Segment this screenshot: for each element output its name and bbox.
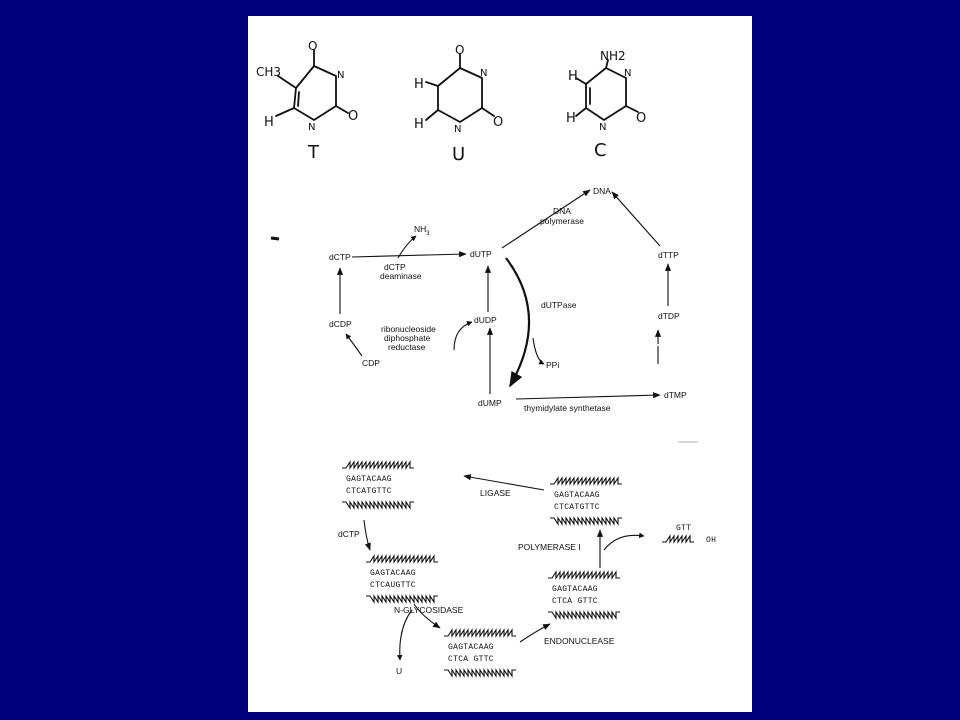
- node-cdp: CDP: [362, 358, 380, 368]
- thymine-structure: O O CH3 H N N T: [256, 39, 358, 163]
- arrow-rnr-dudp: [453, 320, 473, 351]
- dna-box-2-top: GAGTACAAG: [370, 569, 416, 578]
- step-polymerase-i: POLYMERASE I: [518, 542, 581, 552]
- node-dcdp: dCDP: [329, 319, 352, 329]
- arrow-dctp-dutp: [351, 251, 467, 258]
- dna-repair-cycle: GAGTACAAG CTCATGTTC GAGTACAAG CTCAUGTTC …: [338, 460, 716, 678]
- dna-box-5-bottom: CTCATGTTC: [554, 503, 600, 512]
- dna-box-3-top: GAGTACAAG: [448, 643, 494, 652]
- arrow-endonuclease: [519, 623, 551, 643]
- uracil-h2: H: [414, 117, 424, 132]
- dna-box-3-bottom: CTCA GTTC: [448, 655, 494, 664]
- enzyme-rnr-line3: reductase: [388, 342, 426, 352]
- step-released-u: U: [396, 666, 402, 676]
- cytosine-nh2: NH2: [600, 49, 626, 63]
- arrow-dttp-dna: [611, 191, 661, 247]
- uracil-n1: N: [480, 68, 487, 79]
- uracil-n2: N: [454, 124, 461, 135]
- dna-box-nicked: GAGTACAAG CTCA GTTC: [548, 570, 620, 620]
- step-dctp: dCTP: [338, 529, 360, 539]
- cytosine-o-right: O: [636, 111, 646, 126]
- arrow-cdp-dcdp: [345, 333, 363, 357]
- thymine-ch3: CH3: [256, 65, 281, 79]
- enzyme-dctp-deaminase-line1: dCTP: [384, 262, 406, 272]
- step-endonuclease: ENDONUCLEASE: [544, 636, 615, 646]
- dna-box-5-top: GAGTACAAG: [554, 491, 600, 500]
- node-dttp: dTTP: [658, 250, 679, 260]
- node-nh3: NH3: [414, 224, 430, 237]
- cytosine-structure: NH2 O H H N N C: [566, 49, 646, 161]
- cytosine-n1: N: [624, 68, 631, 79]
- thymine-h: H: [264, 115, 274, 130]
- released-fragment: GTT OH: [662, 524, 716, 545]
- figure-svg: O O CH3 H N N T O O H H N N U NH2 O H H …: [256, 39, 716, 678]
- thymine-label: T: [307, 142, 320, 163]
- stray-mark: [270, 236, 280, 241]
- arrow-release-u: [396, 609, 413, 661]
- slide-paper: O O CH3 H N N T O O H H N N U NH2 O H H …: [248, 16, 752, 712]
- enzyme-dna-polymerase-line1: DNA: [553, 206, 571, 216]
- enzyme-thymidylate-synthetase: thymidylate synthetase: [524, 403, 611, 413]
- node-dna: DNA: [593, 186, 611, 196]
- arrow-dctp-step: [363, 519, 371, 551]
- arrow-nh3-release: [397, 235, 417, 259]
- enzyme-dna-polymerase-line2: polymerase: [540, 216, 584, 226]
- arrow-dump-dtmp: [515, 392, 661, 400]
- uracil-label: U: [452, 144, 465, 165]
- arrow-ppi-release: [532, 337, 545, 365]
- uracil-h1: H: [414, 77, 424, 92]
- node-dtmp: dTMP: [664, 390, 687, 400]
- arrow-n-glycosidase: [413, 603, 441, 629]
- dna-box-apyrimidinic: GAGTACAAG CTCA GTTC: [444, 628, 516, 678]
- dna-box-1-bottom: CTCATGTTC: [346, 487, 392, 496]
- uracil-structure: O O H H N N U: [414, 43, 503, 165]
- dna-box-ligated: GAGTACAAG CTCATGTTC: [342, 460, 414, 510]
- cytosine-h1: H: [568, 69, 578, 84]
- thymine-n2: N: [308, 122, 315, 133]
- enzyme-dctp-deaminase-line2: deaminase: [380, 271, 422, 281]
- step-n-glycosidase: N-GLYCOSIDASE: [394, 605, 464, 615]
- cytosine-label: C: [594, 140, 607, 161]
- cytosine-h2: H: [566, 111, 576, 126]
- fragment-oh: OH: [706, 536, 716, 545]
- thymine-o-top: O: [308, 39, 317, 53]
- arrow-dutpase: [505, 257, 531, 388]
- node-dump: dUMP: [478, 398, 502, 408]
- node-ppi: PPi: [546, 360, 559, 370]
- arrow-fragment-release: [603, 532, 645, 551]
- dna-box-repaired: GAGTACAAG CTCATGTTC: [550, 476, 622, 526]
- node-dudp: dUDP: [474, 315, 497, 325]
- uracil-o-right: O: [493, 115, 503, 130]
- nucleotide-pathway: DNA dCTP dUTP dTTP dCDP dUDP dTDP CDP dU…: [329, 186, 687, 413]
- dna-box-1-top: GAGTACAAG: [346, 475, 392, 484]
- enzyme-rnr-line1: ribonucleoside: [381, 324, 436, 334]
- thymine-n1: N: [337, 70, 344, 81]
- thymine-o-right: O: [348, 109, 358, 124]
- cytosine-n2: N: [599, 122, 606, 133]
- enzyme-dutpase: dUTPase: [541, 300, 577, 310]
- step-ligase: LIGASE: [480, 488, 511, 498]
- fragment-seq: GTT: [676, 524, 691, 533]
- node-dctp: dCTP: [329, 252, 351, 262]
- arrow-ligase: [463, 474, 545, 491]
- arrow-dutp-dna: [501, 189, 591, 249]
- dna-box-2-bottom: CTCAUGTTC: [370, 581, 416, 590]
- node-dutp: dUTP: [470, 249, 492, 259]
- dna-box-4-top: GAGTACAAG: [552, 585, 598, 594]
- dna-box-4-bottom: CTCA GTTC: [552, 597, 598, 606]
- dna-box-with-uracil: GAGTACAAG CTCAUGTTC: [366, 554, 438, 604]
- enzyme-rnr-line2: diphosphate: [384, 333, 431, 343]
- uracil-o-top: O: [455, 43, 464, 57]
- node-dtdp: dTDP: [658, 311, 680, 321]
